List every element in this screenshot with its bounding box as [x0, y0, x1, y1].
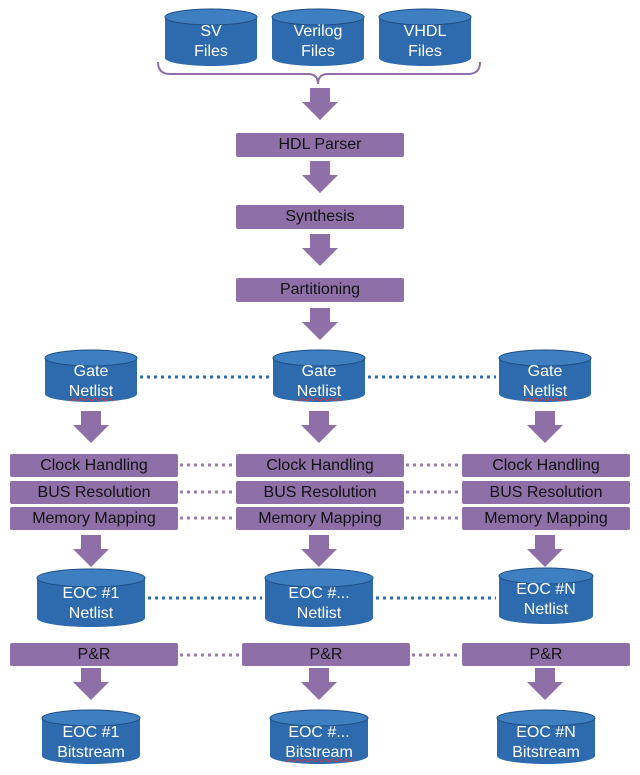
eoc-netlist-label-2: EOC #...Netlist	[288, 585, 350, 622]
bus-resolution-box-2: BUS Resolution	[236, 481, 404, 504]
gate-netlist-cylinder-1	[44, 349, 138, 402]
arrow-to-hdl-parser	[302, 88, 338, 120]
input-bracket	[157, 61, 481, 85]
gate-netlist-cylinder-3	[498, 349, 592, 402]
memory-mapping-box-2: Memory Mapping	[236, 507, 404, 530]
arrow-to-partitioning	[302, 234, 338, 266]
clock-handling-box-2: Clock Handling	[236, 454, 404, 477]
arrow-to-clock-1	[73, 411, 109, 443]
arrow-to-bitstream-1	[73, 668, 109, 700]
memory-mapping-box-1: Memory Mapping	[10, 507, 178, 530]
vhdl-files-cylinder	[378, 8, 472, 66]
arrow-to-bitstream-2	[301, 668, 337, 700]
sv-files-cylinder	[164, 8, 258, 66]
arrow-to-clock-2	[301, 411, 337, 443]
gate-netlist-cylinder-2	[272, 349, 366, 402]
bitstream-label-2: EOC #...Bitstream	[285, 724, 353, 761]
memory-mapping-box-3: Memory Mapping	[462, 507, 630, 530]
pr-box-2: P&R	[242, 643, 410, 666]
pr-box-3: P&R	[462, 643, 630, 666]
synthesis-box: Synthesis	[236, 205, 404, 229]
arrow-to-eoc-3	[527, 535, 563, 567]
arrow-to-gate-netlist	[302, 308, 338, 340]
arrow-to-bitstream-3	[527, 668, 563, 700]
bitstream-cylinder-3	[496, 709, 596, 764]
arrow-to-eoc-1	[73, 535, 109, 567]
arrow-to-synthesis	[302, 161, 338, 193]
hdl-parser-box: HDL Parser	[236, 133, 404, 157]
clock-handling-box-3: Clock Handling	[462, 454, 630, 477]
arrow-to-eoc-2	[301, 535, 337, 567]
bitstream-cylinder-1	[41, 709, 141, 764]
pr-box-1: P&R	[10, 643, 178, 666]
clock-handling-box-1: Clock Handling	[10, 454, 178, 477]
arrow-to-clock-3	[527, 411, 563, 443]
verilog-files-cylinder	[271, 8, 365, 66]
bus-resolution-box-3: BUS Resolution	[462, 481, 630, 504]
bus-resolution-box-1: BUS Resolution	[10, 481, 178, 504]
eoc-netlist-cylinder-2	[264, 568, 374, 627]
partitioning-box: Partitioning	[236, 278, 404, 302]
bitstream-cylinder-2	[269, 709, 369, 764]
eoc-netlist-cylinder-1	[36, 568, 146, 627]
eoc-netlist-cylinder-3	[498, 567, 594, 624]
